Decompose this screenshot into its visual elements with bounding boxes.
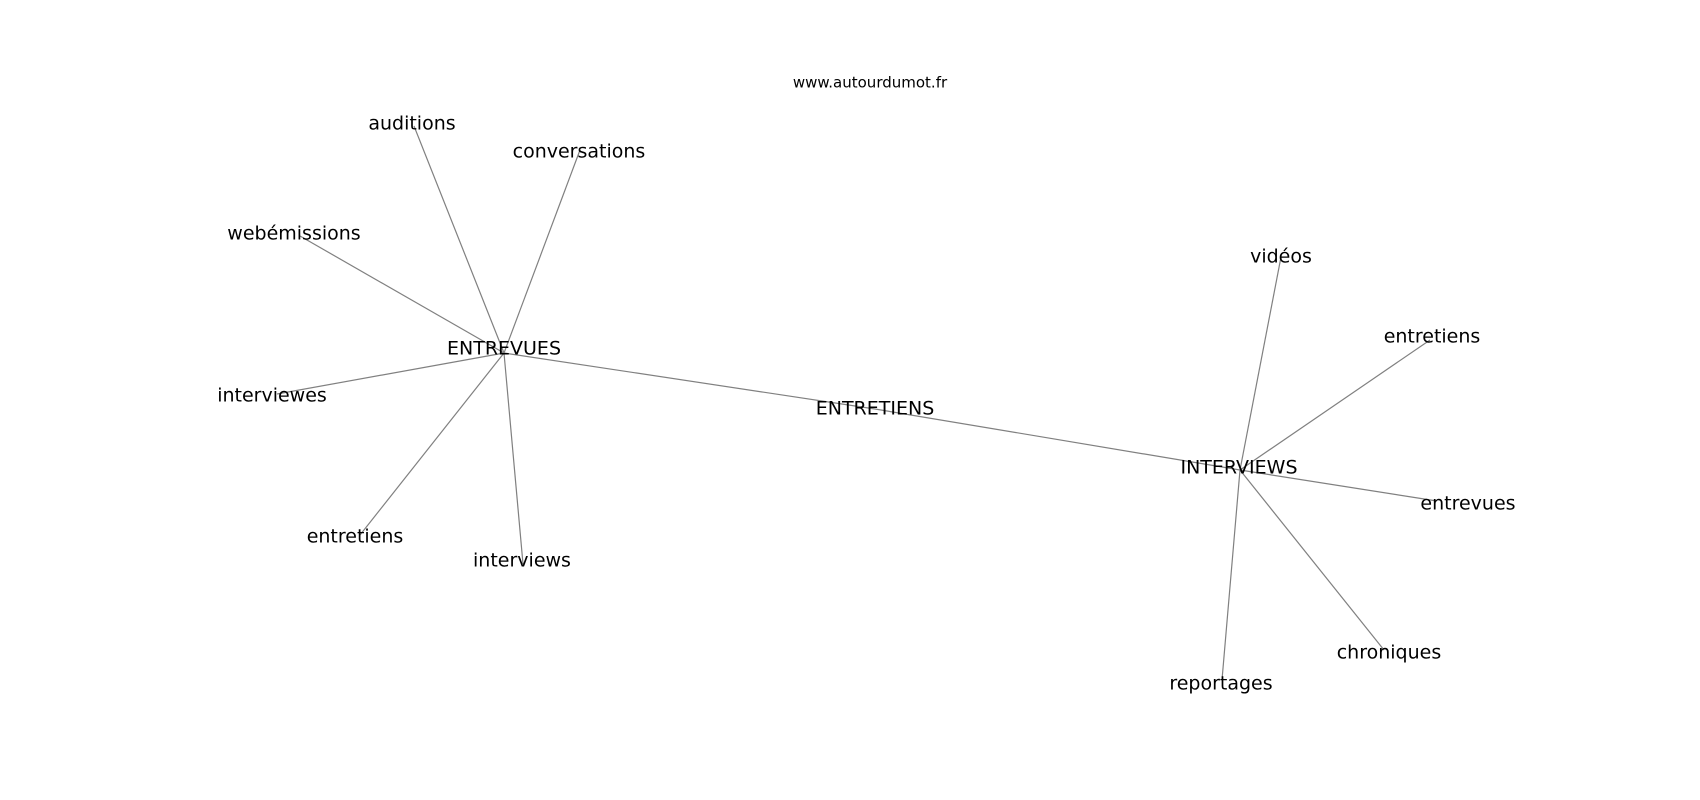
source-label: www.autourdumot.fr (793, 74, 948, 92)
node-center[interactable]: ENTRETIENS (816, 398, 935, 420)
edge-center-hub_right (874, 408, 1241, 471)
node-right-entrevues[interactable]: entrevues (1420, 493, 1515, 515)
node-right-chroniques[interactable]: chroniques (1337, 642, 1442, 664)
edge-hub_left-left_conversations (503, 149, 581, 354)
edge-hub_right-right_videos (1239, 256, 1282, 471)
node-hub-right[interactable]: INTERVIEWS (1180, 457, 1297, 479)
edge-hub_left-left_webemissions (299, 235, 505, 354)
node-right-entretiens[interactable]: entretiens (1384, 326, 1481, 348)
node-left-conversations[interactable]: conversations (513, 141, 646, 163)
graph-edges (276, 125, 1438, 681)
edge-hub_right-right_chroniques (1239, 469, 1385, 651)
node-left-webemissions[interactable]: webémissions (227, 223, 360, 245)
edge-hub_left-left_interviewes (276, 352, 505, 395)
node-left-interviews[interactable]: interviews (473, 550, 571, 572)
edge-hub_right-right_entretiens (1239, 339, 1431, 471)
node-left-auditions[interactable]: auditions (368, 113, 455, 135)
edge-hub_left-left_auditions (413, 125, 505, 354)
node-left-entretiens[interactable]: entretiens (307, 526, 404, 548)
edge-hub_left-center (503, 352, 876, 410)
edge-hub_left-left_interviews (503, 352, 524, 565)
edge-hub_left-left_entretiens (359, 352, 505, 536)
edge-hub_right-right_reportages (1221, 469, 1241, 681)
node-right-reportages[interactable]: reportages (1169, 673, 1272, 695)
node-right-videos[interactable]: vidéos (1250, 246, 1312, 268)
edge-hub_right-right_entrevues (1239, 469, 1438, 502)
node-hub-left[interactable]: ENTREVUES (447, 338, 561, 360)
node-left-interviewes[interactable]: interviewes (217, 385, 327, 407)
